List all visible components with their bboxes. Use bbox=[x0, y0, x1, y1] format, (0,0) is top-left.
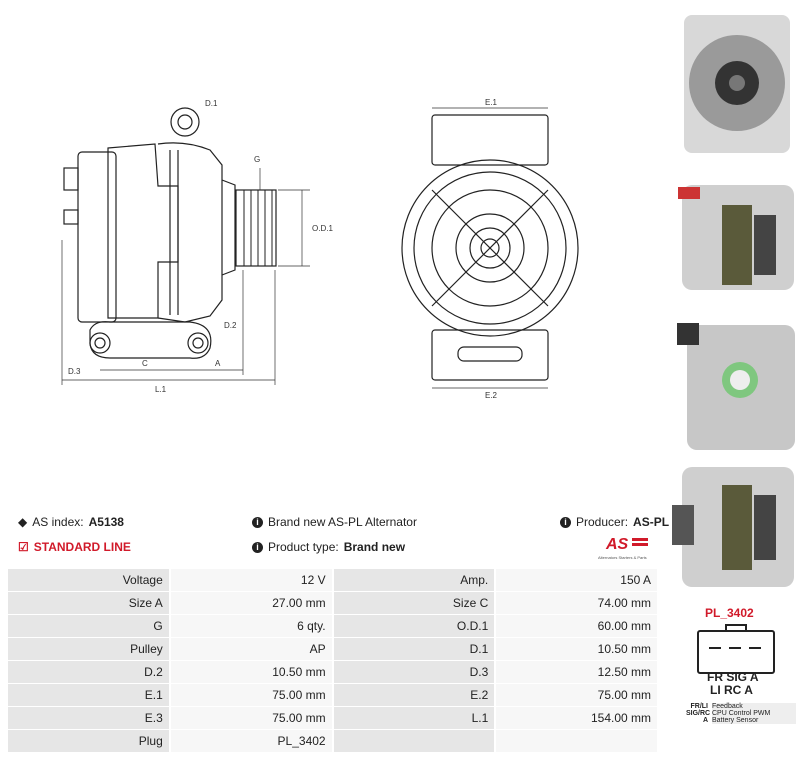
dim-label-e1: E.1 bbox=[485, 98, 498, 107]
spec-label: L.1 bbox=[333, 707, 497, 730]
legend-text: CPU Control PWM bbox=[712, 710, 796, 717]
alternator-rear-photo bbox=[677, 323, 795, 450]
spec-label: Size C bbox=[333, 592, 497, 615]
plug-pins-row1: FR SIG A bbox=[707, 670, 759, 684]
dim-label-a: A bbox=[215, 359, 221, 368]
tag-icon: ◆ bbox=[18, 515, 28, 529]
product-type-value: Brand new bbox=[343, 540, 406, 554]
spec-label: Size A bbox=[8, 592, 171, 615]
dim-label-od1: O.D.1 bbox=[312, 224, 333, 233]
dim-label-g: G bbox=[254, 155, 260, 164]
legend-text: Feedback bbox=[712, 703, 796, 710]
alternator-side-photo bbox=[678, 185, 794, 290]
spec-label: Pulley bbox=[8, 638, 171, 661]
as-index-value: A5138 bbox=[88, 515, 124, 529]
spec-value: 60.00 mm bbox=[496, 615, 659, 638]
spec-label: D.2 bbox=[8, 661, 171, 684]
side-view-drawing bbox=[61, 107, 310, 385]
spec-value: 27.00 mm bbox=[170, 592, 334, 615]
dim-label-e2: E.2 bbox=[485, 391, 498, 400]
spec-value: 150 A bbox=[496, 569, 659, 592]
info-icon: i bbox=[252, 516, 263, 528]
alternator-front-photo bbox=[684, 15, 790, 153]
legend-item: A Battery Sensor bbox=[686, 717, 796, 724]
dim-label-d3: D.3 bbox=[68, 367, 81, 376]
spec-label: E.2 bbox=[333, 684, 497, 707]
spec-value: 12.50 mm bbox=[496, 661, 659, 684]
standard-line: ☑ STANDARD LINE bbox=[18, 540, 131, 554]
as-pl-logo: AS Alternators Starters & Parts bbox=[598, 536, 648, 560]
dim-label-l1: L.1 bbox=[155, 385, 167, 394]
spec-label: E.1 bbox=[8, 684, 171, 707]
legend-text: Battery Sensor bbox=[712, 717, 796, 724]
producer-value: AS-PL bbox=[633, 515, 670, 529]
spec-label: O.D.1 bbox=[333, 615, 497, 638]
spec-value: 75.00 mm bbox=[170, 684, 334, 707]
spec-value: AP bbox=[170, 638, 334, 661]
info-icon: i bbox=[252, 541, 263, 553]
plug-connector-tab bbox=[725, 624, 747, 632]
logo-text: AS bbox=[605, 536, 629, 553]
legend-key: A bbox=[702, 717, 708, 724]
spec-value: 12 V bbox=[170, 569, 334, 592]
spec-label: G bbox=[8, 615, 171, 638]
spec-label bbox=[333, 730, 497, 753]
producer: i Producer: AS-PL bbox=[560, 515, 669, 529]
spec-value: 74.00 mm bbox=[496, 592, 659, 615]
dim-label-d2: D.2 bbox=[224, 321, 237, 330]
spec-label: Plug bbox=[8, 730, 171, 753]
spec-value: 6 qty. bbox=[170, 615, 334, 638]
as-index: ◆ AS index: A5138 bbox=[18, 515, 124, 529]
spec-label: D.1 bbox=[333, 638, 497, 661]
spec-value: 10.50 mm bbox=[496, 638, 659, 661]
spec-value: 75.00 mm bbox=[170, 707, 334, 730]
dim-label-c: C bbox=[142, 359, 148, 368]
spec-label: Amp. bbox=[333, 569, 497, 592]
checkbox-icon: ☑ bbox=[18, 540, 29, 554]
plug-connector-icon bbox=[697, 630, 775, 674]
plug-title: PL_3402 bbox=[705, 606, 754, 620]
spec-value: 75.00 mm bbox=[496, 684, 659, 707]
spec-value: 154.00 mm bbox=[496, 707, 659, 730]
brand-text: i Brand new AS-PL Alternator bbox=[252, 515, 417, 529]
spec-label: E.3 bbox=[8, 707, 171, 730]
info-icon: i bbox=[560, 516, 571, 528]
legend-key: FR/LI bbox=[690, 703, 709, 710]
alternator-side-photo-2 bbox=[672, 467, 794, 587]
logo-tagline: Alternators Starters & Parts bbox=[598, 555, 647, 560]
dim-label-d1: D.1 bbox=[205, 99, 218, 108]
front-view-drawing bbox=[401, 107, 579, 389]
product-type: i Product type: Brand new bbox=[252, 540, 405, 554]
spec-value: PL_3402 bbox=[170, 730, 334, 753]
spec-label: D.3 bbox=[333, 661, 497, 684]
legend-key: SIG/RC bbox=[686, 710, 711, 717]
plug-pins-row2: LI RC A bbox=[710, 683, 753, 697]
spec-label: Voltage bbox=[8, 569, 171, 592]
technical-drawing: D.1 G O.D.1 D.2 D.3 C A L.1 E.1 E.2 bbox=[61, 98, 579, 400]
spec-value: 10.50 mm bbox=[170, 661, 334, 684]
spec-value bbox=[496, 730, 659, 753]
